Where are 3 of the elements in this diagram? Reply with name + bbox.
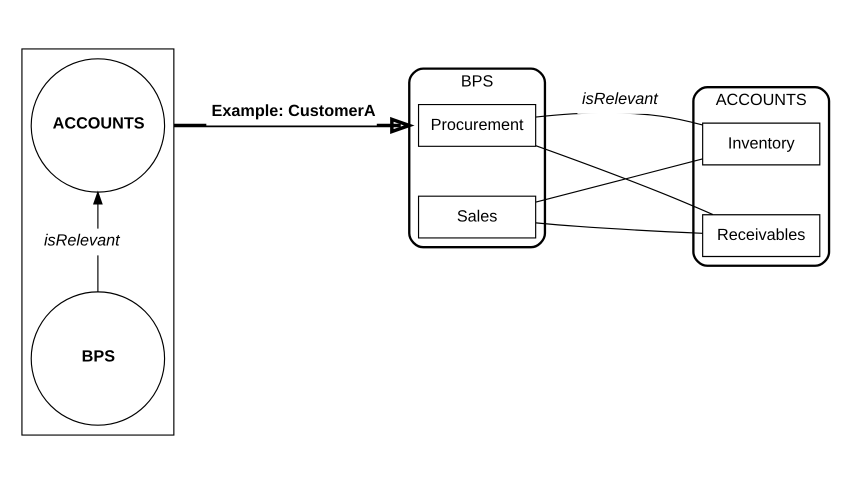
edge-label: Example: CustomerA bbox=[212, 102, 376, 120]
edge-label: isRelevant bbox=[44, 232, 120, 250]
edge-label: isRelevant bbox=[582, 90, 658, 108]
